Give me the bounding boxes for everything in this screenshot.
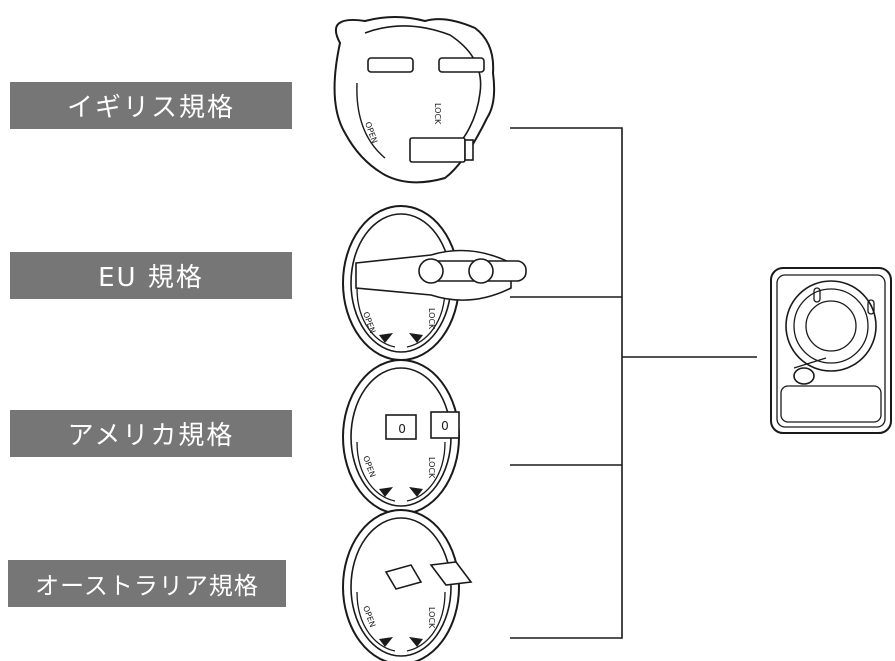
svg-text:0: 0 bbox=[398, 422, 406, 436]
us-lock-text: LOCK bbox=[427, 457, 436, 479]
label-au: オーストラリア規格 bbox=[8, 560, 286, 607]
us-plug-adapter-icon: 0 0 OPEN LOCK bbox=[342, 359, 460, 515]
label-uk: イギリス規格 bbox=[10, 82, 292, 129]
au-plug-adapter-icon: OPEN LOCK bbox=[342, 509, 473, 661]
uk-lock-text: LOCK bbox=[433, 103, 442, 125]
label-us: アメリカ規格 bbox=[10, 410, 292, 457]
eu-plug-adapter-icon: OPEN LOCK bbox=[342, 205, 527, 361]
uk-plug-adapter-icon: OPEN LOCK bbox=[333, 16, 496, 184]
au-lock-text: LOCK bbox=[427, 607, 436, 629]
svg-text:0: 0 bbox=[441, 419, 449, 433]
label-eu: EU 規格 bbox=[10, 252, 292, 299]
connector-lines bbox=[510, 127, 757, 639]
eu-lock-text: LOCK bbox=[427, 308, 436, 330]
charger-base-icon bbox=[770, 267, 892, 434]
